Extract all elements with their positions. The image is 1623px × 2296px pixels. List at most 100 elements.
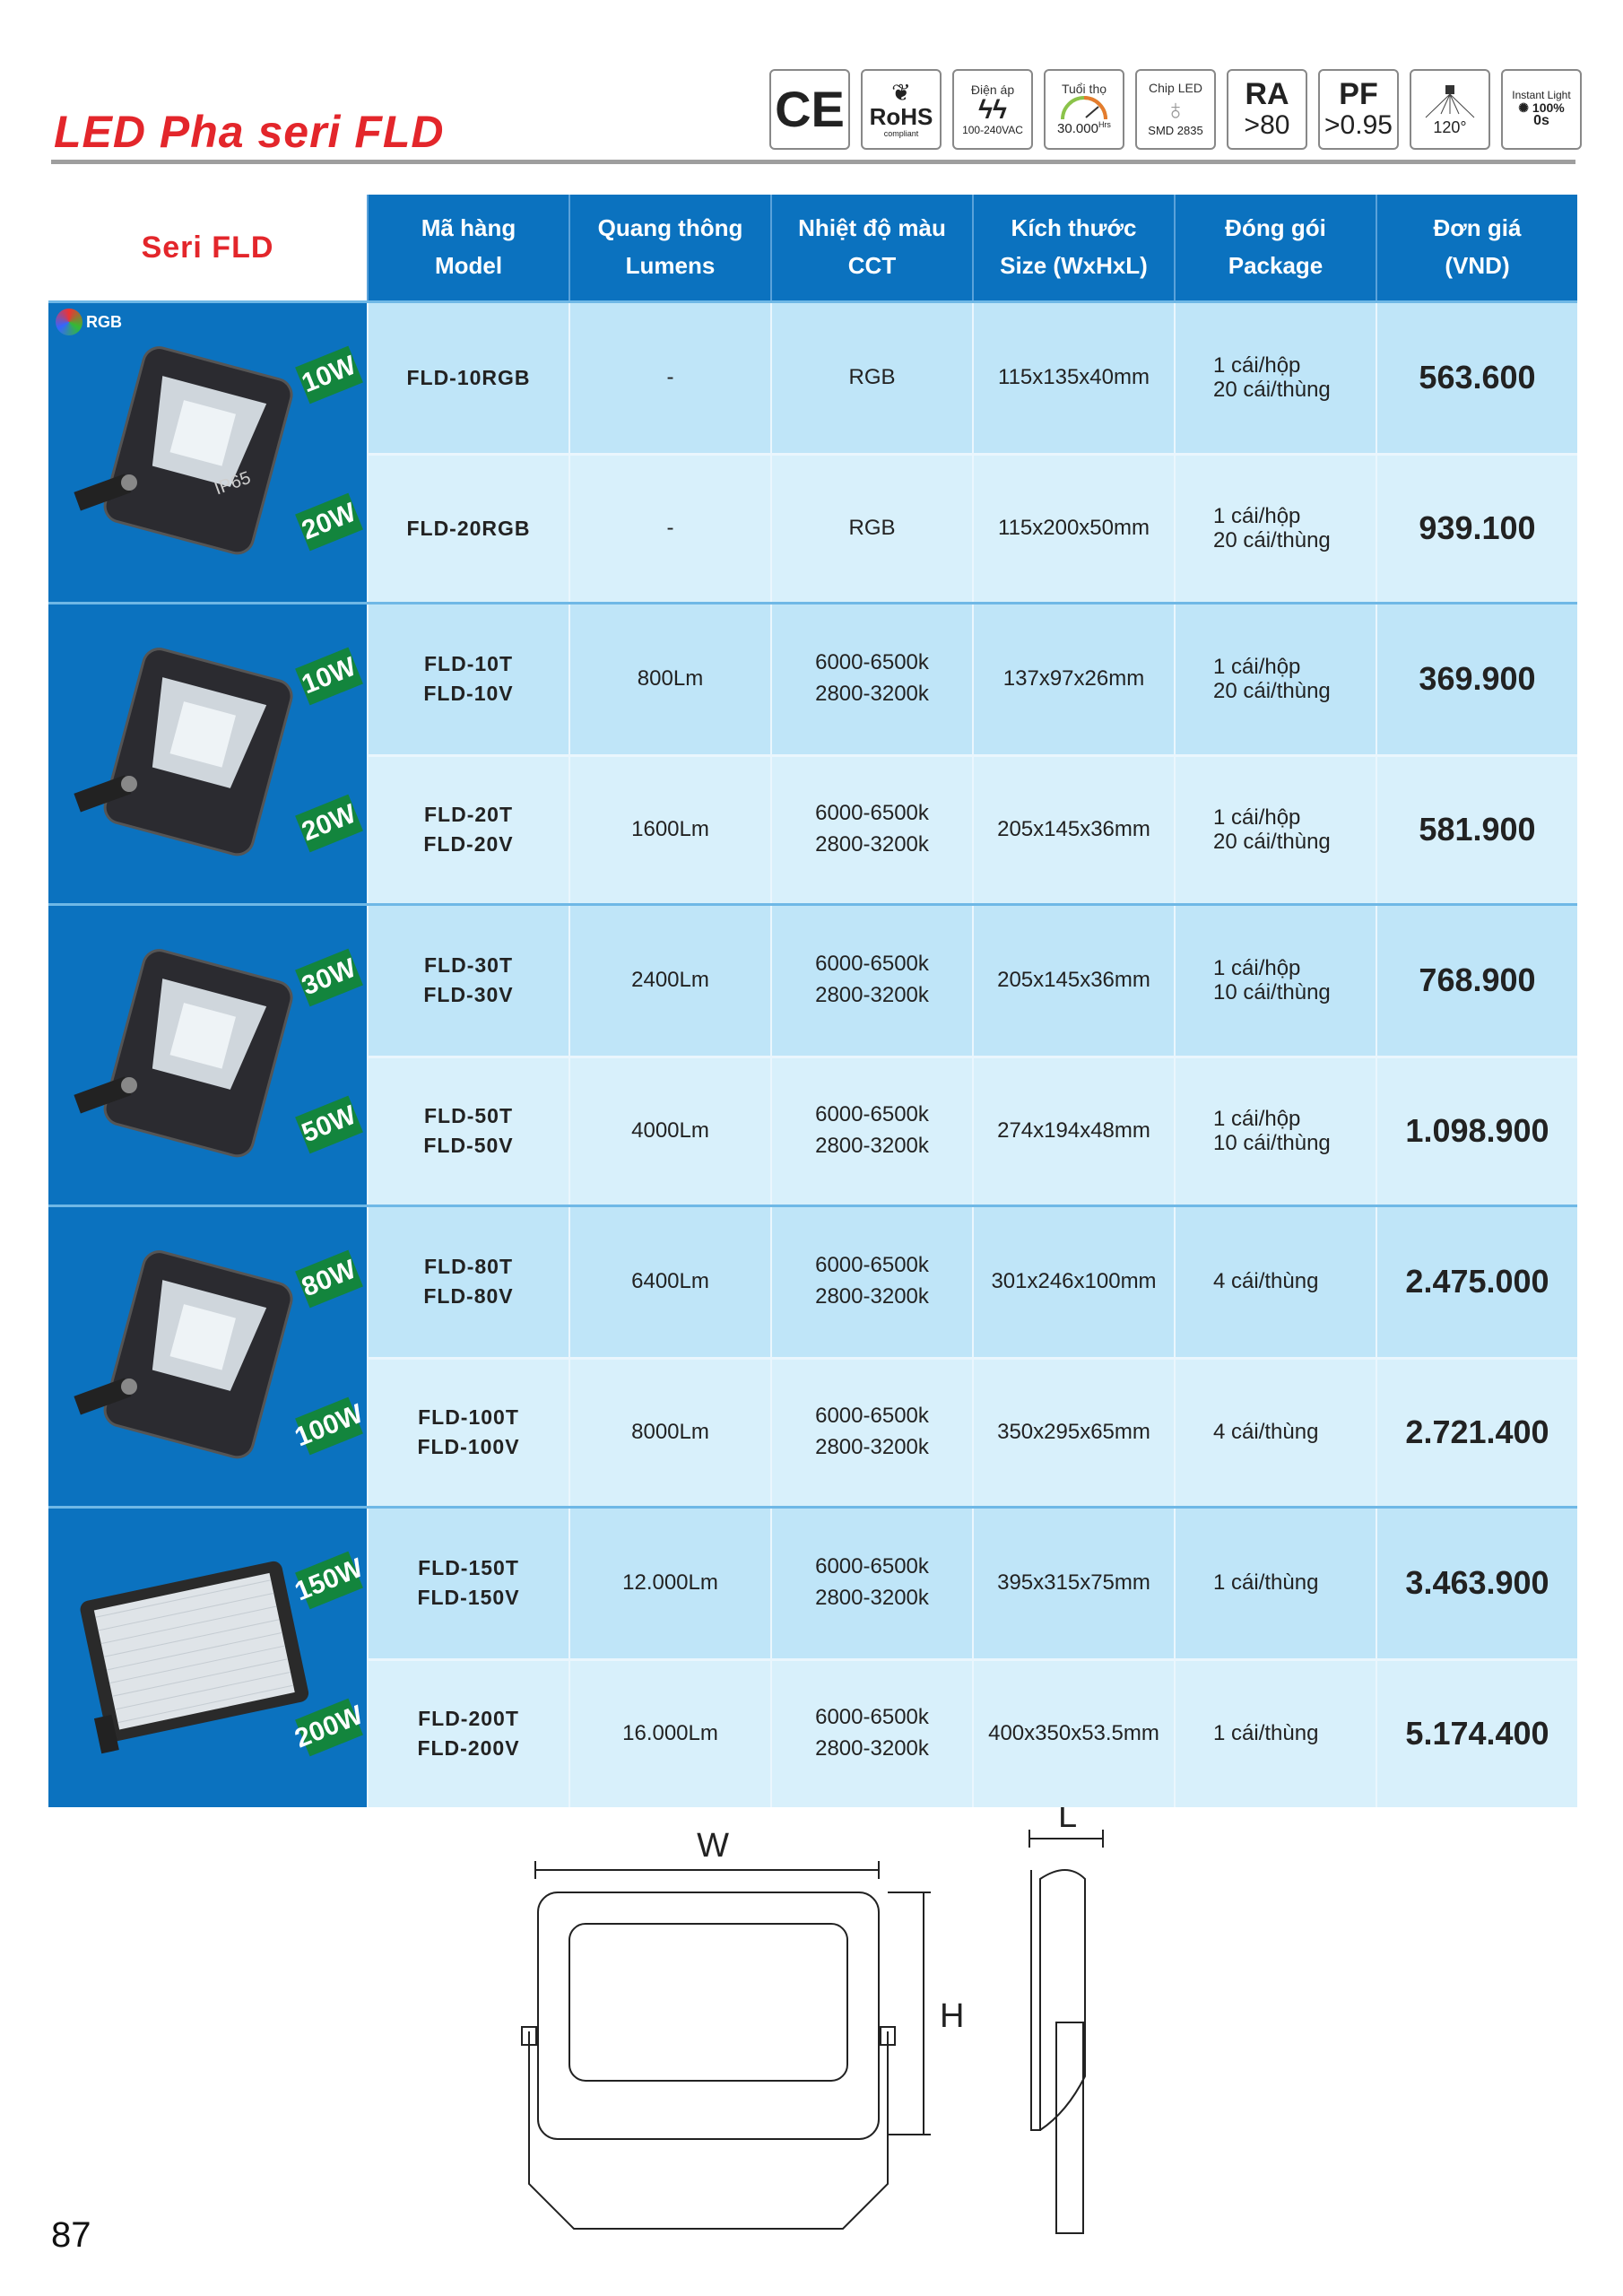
wattage-badge: 10W	[295, 647, 363, 706]
pf-label: PF	[1339, 77, 1378, 112]
cct-text: 6000-6500k	[815, 1554, 929, 1579]
wattage-badge: 20W	[295, 492, 363, 552]
floodlight-image	[74, 346, 293, 555]
header-text: Model	[434, 252, 503, 279]
ra-label: RA	[1245, 77, 1289, 112]
cct-cell: 6000-6500k 2800-3200k	[770, 1359, 972, 1506]
cct-text: 2800-3200k	[815, 1284, 929, 1309]
angle-value: 120°	[1433, 117, 1467, 136]
lumens-cell: -	[568, 303, 770, 453]
page-title: LED Pha seri FLD	[54, 107, 445, 157]
cct-text: 2800-3200k	[815, 1435, 929, 1460]
cct-text: RGB	[848, 364, 896, 389]
size-cell: 115x135x40mm	[972, 303, 1174, 453]
instant-light-icon: Instant Light✺ 100%0s	[1501, 69, 1582, 150]
rohs-sub: compliant	[883, 128, 919, 138]
pf-icon: PF>0.95	[1318, 69, 1399, 150]
price-cell: 1.098.900	[1376, 1057, 1577, 1205]
cct-text: 2800-3200k	[815, 1134, 929, 1159]
ce-label: CE	[775, 80, 845, 137]
package-text: 20 cái/thùng	[1213, 528, 1331, 553]
size-cell: 301x246x100mm	[972, 1207, 1174, 1357]
package-text: 10 cái/thùng	[1213, 980, 1331, 1005]
floodlight-image	[74, 648, 293, 857]
model-text: FLD-200T	[418, 1706, 519, 1730]
model-text: FLD-20T	[424, 802, 513, 826]
price-cell: 5.174.400	[1376, 1660, 1577, 1807]
size-cell: 115x200x50mm	[972, 455, 1174, 602]
cct-text: 6000-6500k	[815, 1404, 929, 1429]
model-text: FLD-80T	[424, 1254, 513, 1278]
instant-value: 100%	[1532, 100, 1565, 115]
pf-value: >0.95	[1324, 110, 1393, 141]
rohs-label: RoHS	[869, 103, 933, 131]
lumens-cell: 4000Lm	[568, 1057, 770, 1205]
ce-mark-icon: CE	[769, 69, 850, 150]
model-text: FLD-10T	[424, 651, 513, 675]
header-text: Size (WxHxL)	[1000, 252, 1148, 279]
size-cell: 274x194x48mm	[972, 1057, 1174, 1205]
model-cell: FLD-20T FLD-20V	[367, 756, 568, 903]
model-text: FLD-30V	[423, 983, 514, 1007]
size-cell: 395x315x75mm	[972, 1509, 1174, 1658]
lumens-cell: 8000Lm	[568, 1359, 770, 1506]
table-row: FLD-100T FLD-100V 8000Lm 6000-6500k 2800-320…	[367, 1356, 1577, 1506]
page-number: 87	[51, 2215, 91, 2255]
package-text: 1 cái/thùng	[1213, 1721, 1319, 1746]
model-text: FLD-100T	[418, 1405, 519, 1429]
model-cell: FLD-10RGB	[367, 303, 568, 453]
cct-text: 6000-6500k	[815, 801, 929, 826]
price-cell: 939.100	[1376, 455, 1577, 602]
package-text: 4 cái/thùng	[1213, 1420, 1319, 1445]
package-cell: 4 cái/thùng	[1174, 1207, 1376, 1357]
voltage-label: Điện áp	[970, 82, 1015, 97]
model-text: FLD-20RGB	[406, 516, 531, 540]
model-text: FLD-20V	[423, 832, 514, 857]
model-text: FLD-100V	[417, 1435, 520, 1459]
beam-angle-icon: 120°	[1410, 69, 1490, 150]
price-cell: 768.900	[1376, 906, 1577, 1056]
floodlight-image	[80, 1561, 309, 1754]
cct-cell: 6000-6500k 2800-3200k	[770, 1057, 972, 1205]
dimension-diagram: W H L	[521, 1807, 1104, 2234]
cct-text: 6000-6500k	[815, 1102, 929, 1127]
package-text: 1 cái/hộp	[1213, 804, 1301, 830]
header-text: Kích thước	[1011, 214, 1137, 242]
header-text: CCT	[847, 252, 897, 279]
package-text: 1 cái/hộp	[1213, 654, 1301, 679]
package-text: 20 cái/thùng	[1213, 830, 1331, 855]
model-cell: FLD-100T FLD-100V	[367, 1359, 568, 1506]
package-text: 20 cái/thùng	[1213, 679, 1331, 704]
model-text: FLD-10RGB	[406, 365, 531, 389]
lumens-cell: 1600Lm	[568, 756, 770, 903]
header-text: (VND)	[1445, 252, 1510, 279]
width-label: W	[697, 1827, 729, 1865]
instant-time: 0s	[1533, 113, 1549, 129]
size-cell: 137x97x26mm	[972, 604, 1174, 754]
header-text: Đóng gói	[1225, 214, 1326, 242]
life-label: Tuổi thọ	[1061, 82, 1107, 97]
wattage-badge: 80W	[295, 1249, 363, 1309]
package-cell: 1 cái/thùng	[1174, 1509, 1376, 1658]
